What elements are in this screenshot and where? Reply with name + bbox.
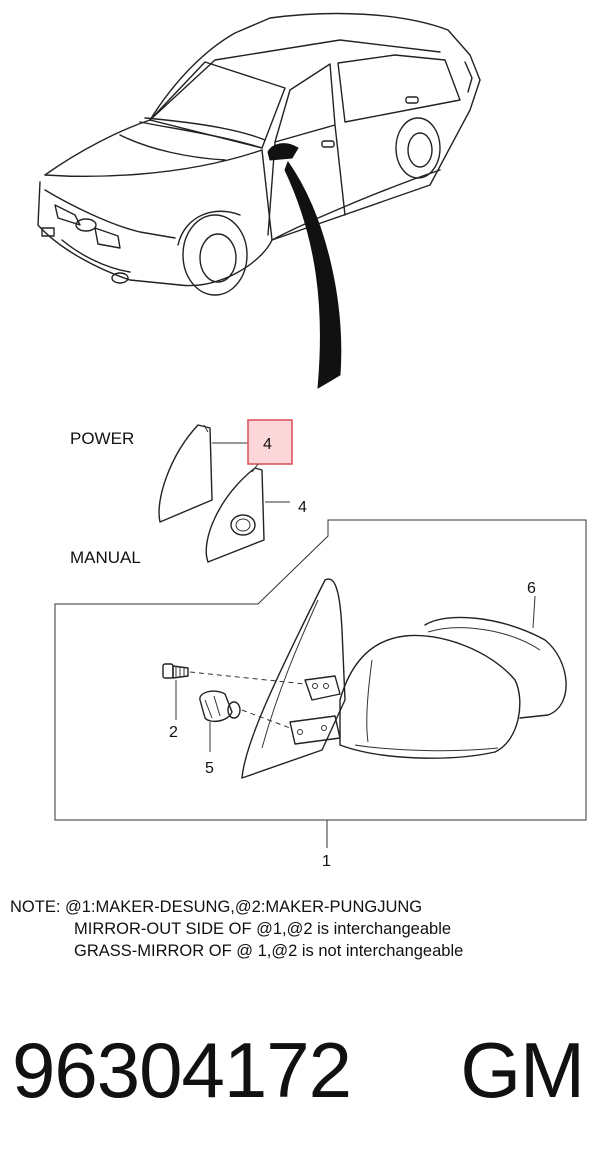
pointer-arrow [284,160,342,389]
note-line-2: MIRROR-OUT SIDE OF @1,@2 is interchangea… [74,920,452,938]
car-illustration [37,12,481,296]
glass-manual [205,467,265,563]
callout-assembly: 1 [322,853,331,870]
callout-highlighted: 4 [263,436,272,453]
glass-power [158,424,213,523]
callout-glass-manual: 4 [298,499,307,516]
label-manual: MANUAL [70,548,141,567]
callout-grommet: 5 [205,760,214,777]
callout-mirror-cover: 6 [527,580,536,597]
note-line-3: GRASS-MIRROR OF @ 1,@2 is not interchang… [74,942,464,960]
footer: 96304172 GM [12,1020,592,1130]
mirror-assembly [241,578,567,779]
part-number: 96304172 [12,1026,352,1114]
grommet-part [199,690,291,752]
label-power: POWER [70,429,134,448]
screw-part [162,663,306,720]
brand-name: GM [460,1026,585,1114]
callout-screw: 2 [169,724,178,741]
note-line-1: NOTE: @1:MAKER-DESUNG,@2:MAKER-PUNGJUNG [10,898,423,916]
assembly-frame [54,519,587,821]
highlight-callout-box[interactable] [247,419,293,465]
note-block: NOTE: @1:MAKER-DESUNG,@2:MAKER-PUNGJUNG … [10,896,463,962]
